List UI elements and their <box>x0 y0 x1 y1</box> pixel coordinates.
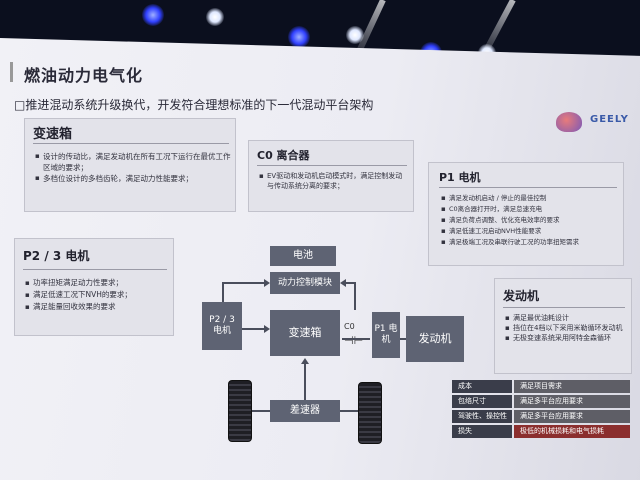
table-key: 损失 <box>452 425 512 438</box>
table-value: 满足项目需求 <box>514 380 630 393</box>
arrow-p23-to-gearbox <box>242 328 268 330</box>
arrow-p23-up <box>222 282 224 302</box>
arrow-tip <box>264 325 270 333</box>
wheel-left-icon <box>228 380 252 442</box>
list-item: 挡位在4档以下采用米勒循环发动机 <box>505 323 629 333</box>
table-value: 满足多平台应用要求 <box>514 395 630 408</box>
stage-light-icon <box>346 26 364 44</box>
list-item: EV驱动和发动机启动模式时，满足控制发动与传动系统分离的要求； <box>259 171 409 191</box>
list-item: 满足低速工况启动NVH性能要求 <box>441 226 621 237</box>
table-value: 满足多平台应用要求 <box>514 410 630 423</box>
stage-light-icon <box>206 8 224 26</box>
card-list: 功率扭矩满足动力性要求；满足低速工况下NVH的要求；满足能量回收效果的要求 <box>25 277 173 313</box>
list-item: 满足低速工况下NVH的要求； <box>25 289 173 301</box>
list-item: 满足能量回收效果的要求 <box>25 301 173 313</box>
clutch-icon: ⊣⊢ <box>344 334 364 347</box>
card-divider <box>257 165 407 166</box>
axle-left <box>252 410 270 412</box>
table-key: 包络尺寸 <box>452 395 512 408</box>
geely-logo-icon <box>556 112 582 132</box>
list-item: 满足极端工况及串联行驶工况的功率扭矩需求 <box>441 237 621 248</box>
arrow-diff-to-gearbox <box>304 364 306 400</box>
card-divider <box>23 269 167 270</box>
table-row: 驾驶性、操控性 满足多平台应用要求 <box>452 410 630 424</box>
title-accent <box>10 62 13 82</box>
stage-light-blue-icon <box>288 26 310 48</box>
geely-logo: GEELY <box>556 112 634 142</box>
table-row: 成本 满足项目需求 <box>452 380 630 394</box>
card-list: 满足发动机启动 / 停止的最佳控制C0离合器打开时，满足怠速充电满足负荷点调整、… <box>441 193 621 248</box>
card-gearbox: 变速箱 设计的传动比，满足发动机在所有工况下运行在最优工作区域的要求；多档位设计… <box>24 118 236 212</box>
card-divider <box>439 187 617 188</box>
table-key: 驾驶性、操控性 <box>452 410 512 423</box>
table-value: 极低的机械损耗和电气损耗 <box>514 425 630 438</box>
arrow-engine-to-p1 <box>400 338 406 340</box>
slide-title: 燃油动力电气化 <box>24 66 144 85</box>
arrow-tip <box>301 358 309 364</box>
table-row: 包络尺寸 满足多平台应用要求 <box>452 395 630 409</box>
list-item: 满足负荷点调整、优化充电效率的要求 <box>441 215 621 226</box>
p1-motor-label: P1 电机 <box>374 324 398 345</box>
arrow-p23-to-module <box>222 282 268 284</box>
table-key: 成本 <box>452 380 512 393</box>
p1-motor-block: P1 电机 <box>372 312 400 358</box>
stage-light-blue-icon <box>142 4 164 26</box>
arrow-p1-to-module-h <box>342 282 356 284</box>
table-row: 损失 极低的机械损耗和电气损耗 <box>452 425 630 439</box>
list-item: 功率扭矩满足动力性要求； <box>25 277 173 289</box>
card-list: 设计的传动比，满足发动机在所有工况下运行在最优工作区域的要求；多档位设计的多档齿… <box>35 151 231 184</box>
card-title: P2 / 3 电机 <box>23 249 90 263</box>
list-item: 设计的传动比，满足发动机在所有工况下运行在最优工作区域的要求； <box>35 151 231 173</box>
card-divider <box>503 307 625 308</box>
card-p23: P2 / 3 电机 功率扭矩满足动力性要求；满足低速工况下NVH的要求；满足能量… <box>14 238 174 336</box>
list-item: 多档位设计的多档齿轮，满足动力性能要求； <box>35 173 231 184</box>
gearbox-block: 变速箱 <box>270 310 340 356</box>
square-bullet-icon: □ <box>14 98 26 112</box>
card-title: P1 电机 <box>439 171 481 184</box>
card-divider <box>33 143 229 144</box>
card-title: C0 离合器 <box>257 149 310 162</box>
subtitle-text: 推进混动系统升级换代，开发符合理想标准的下一代混动平台架构 <box>25 98 374 112</box>
card-engine: 发动机 满足最优油耗设计挡位在4档以下采用米勒循环发动机无极变速系统采用阿特金森… <box>494 278 632 374</box>
card-title: 发动机 <box>503 289 540 303</box>
engine-block: 发动机 <box>406 316 464 362</box>
card-p1: P1 电机 满足发动机启动 / 停止的最佳控制C0离合器打开时，满足怠速充电满足… <box>428 162 624 266</box>
slide-subtitle: □推进混动系统升级换代，开发符合理想标准的下一代混动平台架构 <box>14 96 373 113</box>
arrow-tip <box>264 279 270 287</box>
logo-text: GEELY <box>590 114 629 125</box>
p23-motor-label: P2 / 3 电机 <box>209 315 235 336</box>
card-list: 满足最优油耗设计挡位在4档以下采用米勒循环发动机无极变速系统采用阿特金森循环 <box>505 313 629 343</box>
list-item: 满足发动机启动 / 停止的最佳控制 <box>441 193 621 204</box>
power-module-block: 动力控制模块 <box>270 272 340 294</box>
card-title: 变速箱 <box>33 127 73 142</box>
battery-block: 电池 <box>270 246 336 266</box>
card-list: EV驱动和发动机启动模式时，满足控制发动与传动系统分离的要求； <box>259 171 409 191</box>
wheel-right-icon <box>358 382 382 444</box>
arrow-p1-to-gearbox <box>342 338 370 340</box>
axle-right <box>340 410 360 412</box>
arrow-p1-to-module <box>354 282 356 310</box>
p23-motor-block: P2 / 3 电机 <box>202 302 242 350</box>
arrow-tip <box>340 279 346 287</box>
list-item: 满足最优油耗设计 <box>505 313 629 323</box>
list-item: C0离合器打开时，满足怠速充电 <box>441 204 621 215</box>
list-item: 无极变速系统采用阿特金森循环 <box>505 333 629 343</box>
card-c0: C0 离合器 EV驱动和发动机启动模式时，满足控制发动与传动系统分离的要求； <box>248 140 414 212</box>
c0-label: C0 <box>344 322 355 331</box>
differential-block: 差速器 <box>270 400 340 422</box>
